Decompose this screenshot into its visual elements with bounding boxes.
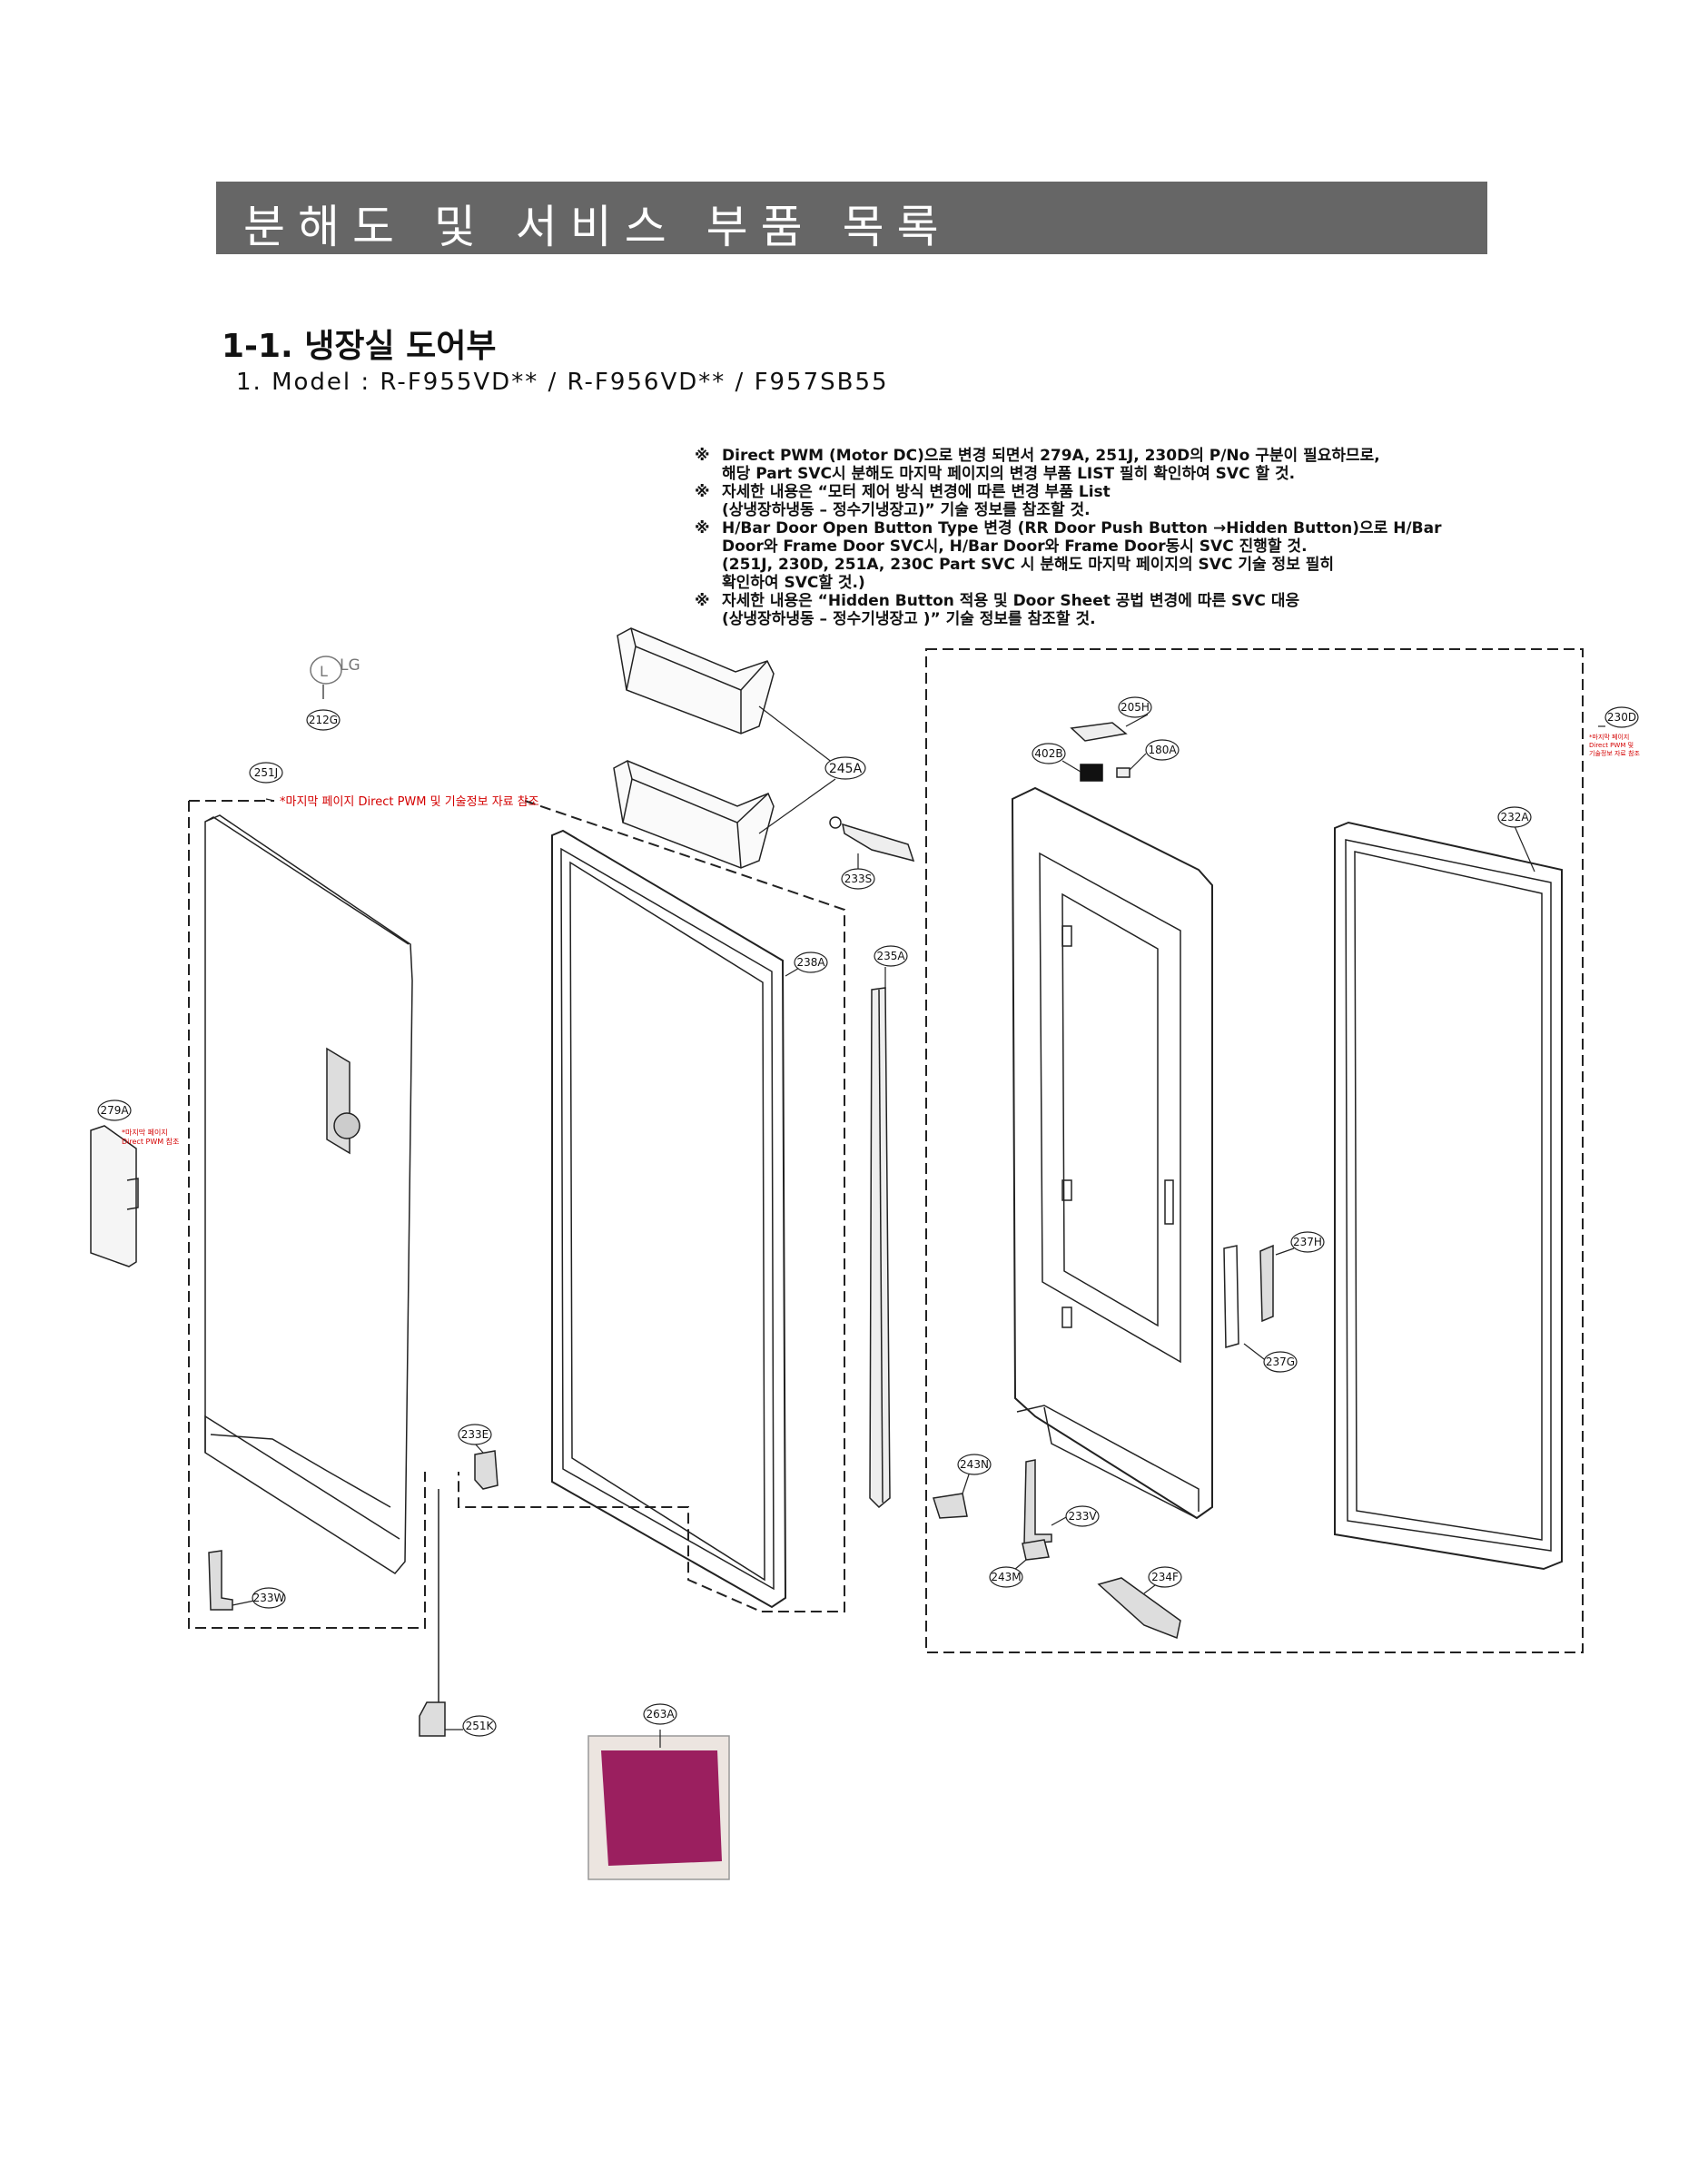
cover-part-234f — [1097, 1577, 1181, 1640]
stopper-part-233e — [474, 1450, 499, 1490]
callout-label: 251J — [254, 766, 278, 779]
note-text: H/Bar Door Open Button Type 변경 (RR Door … — [722, 519, 1442, 592]
callout-237g — [1263, 1351, 1298, 1373]
note-mark: ※ — [695, 483, 710, 501]
callout-243m — [989, 1566, 1023, 1588]
callout-label: 180A — [1148, 744, 1177, 756]
note-mark: ※ — [695, 592, 710, 610]
switch-part-402b — [1080, 764, 1103, 782]
door-button-part — [90, 1125, 139, 1267]
red-note-251j: *마지막 페이지 Direct PWM 및 기술정보 자료 참조 — [280, 795, 539, 809]
note-item: ※ H/Bar Door Open Button Type 변경 (RR Doo… — [695, 519, 1503, 592]
callout-label: 238A — [796, 956, 825, 969]
note-mark: ※ — [695, 519, 710, 537]
red-note-230d: *마지막 페이지 — [1589, 733, 1629, 741]
callout-212g — [306, 709, 341, 731]
callout-label: 237G — [1266, 1356, 1295, 1368]
callout-245a — [824, 756, 866, 780]
callout-label: 205H — [1121, 701, 1150, 714]
page-title: 분해도 및 서비스 부품 목록 — [243, 201, 952, 253]
callout-label: 402B — [1034, 747, 1062, 760]
lg-logo-text: LG — [340, 656, 360, 675]
callout-label: 233E — [461, 1428, 489, 1441]
frame-door-part — [1011, 786, 1213, 1520]
callout-251j — [249, 762, 283, 784]
callout-402b — [1032, 743, 1066, 764]
callout-238a — [794, 951, 828, 973]
callout-234f — [1148, 1566, 1182, 1588]
callout-label: 233V — [1068, 1510, 1097, 1523]
callout-251k — [462, 1715, 497, 1737]
service-notes: ※ Direct PWM (Motor DC)으로 변경 되면서 279A, 2… — [695, 447, 1503, 628]
handle-cover-237g — [1223, 1245, 1239, 1348]
note-text: Direct PWM (Motor DC)으로 변경 되면서 279A, 251… — [722, 447, 1380, 483]
callout-279a — [97, 1099, 132, 1121]
callout-233w — [252, 1587, 286, 1609]
callout-205h — [1118, 696, 1152, 718]
door-assembly-boundary — [188, 800, 845, 1629]
frame-bar-part — [869, 987, 891, 1509]
callout-label: 263A — [646, 1708, 675, 1721]
note-item: ※ 자세한 내용은 “모터 제어 방식 변경에 따른 변경 부품 List (상… — [695, 483, 1503, 519]
callout-232a — [1497, 806, 1532, 828]
leader-lines — [232, 685, 1605, 1748]
door-bin-lower — [613, 760, 775, 869]
section-title: 1-1. 냉장실 도어부 — [222, 328, 497, 365]
door-bin-upper — [617, 627, 775, 735]
hinge-part-233w — [208, 1550, 233, 1611]
callout-235a — [874, 945, 908, 967]
callout-233v — [1065, 1505, 1100, 1527]
frame-assembly-boundary — [925, 648, 1584, 1653]
callout-180a — [1145, 739, 1180, 761]
callout-230d — [1604, 706, 1639, 728]
door-gasket-part — [551, 829, 787, 1609]
callout-label: 233W — [253, 1592, 285, 1604]
outer-door-part — [204, 814, 413, 1574]
callout-label: 243M — [991, 1571, 1021, 1583]
callout-237h — [1290, 1231, 1325, 1253]
note-text: 자세한 내용은 “Hidden Button 적용 및 Door Sheet 공… — [722, 592, 1300, 628]
callout-233s — [841, 868, 875, 890]
callout-233e — [458, 1424, 492, 1445]
hinge-part-251k — [419, 1489, 446, 1737]
note-text: 자세한 내용은 “모터 제어 방식 변경에 따른 변경 부품 List (상냉장… — [722, 483, 1111, 519]
frame-gasket-part — [1334, 821, 1563, 1571]
callout-label: 251K — [466, 1720, 495, 1732]
callout-label: 245A — [829, 762, 863, 776]
callout-label: 243N — [960, 1458, 989, 1471]
note-mark: ※ — [695, 447, 710, 465]
callout-label: 230D — [1607, 711, 1636, 724]
cover-part-205h — [1070, 722, 1128, 742]
callout-circles — [97, 696, 1639, 1737]
callout-243n — [957, 1454, 992, 1475]
callout-label: 232A — [1500, 811, 1529, 823]
svg-text:L: L — [320, 663, 328, 680]
packing-bag-part — [587, 1735, 730, 1880]
lg-logo-part: L LG — [310, 656, 360, 685]
callout-label: 235A — [876, 950, 905, 962]
red-note-230d: Direct PWM 및 — [1589, 742, 1634, 749]
callout-label: 279A — [100, 1104, 129, 1117]
header-bar: 분해도 및 서비스 부품 목록 — [216, 182, 1487, 254]
red-note-230d: 기술정보 자료 참조 — [1589, 749, 1641, 757]
model-line: 1. Model : R-F955VD** / R-F956VD** / F95… — [236, 369, 889, 396]
magnet-part-180a — [1116, 767, 1130, 778]
hinge-part-243n — [933, 1493, 968, 1519]
callout-label: 234F — [1151, 1571, 1179, 1583]
callout-label: 212G — [309, 714, 338, 726]
hinge-part-233s — [829, 816, 915, 863]
handle-part-237h — [1259, 1244, 1274, 1323]
note-item: ※ 자세한 내용은 “Hidden Button 적용 및 Door Sheet… — [695, 592, 1503, 628]
hinge-part-233v — [1023, 1459, 1052, 1544]
note-item: ※ Direct PWM (Motor DC)으로 변경 되면서 279A, 2… — [695, 447, 1503, 483]
callout-263a — [643, 1703, 677, 1725]
hinge-part-243m — [1022, 1539, 1050, 1561]
red-note-279a: Direct PWM 참조 — [122, 1137, 179, 1146]
callout-label: 233S — [844, 873, 873, 885]
red-note-279a: *마지막 페이지 — [122, 1128, 168, 1137]
callout-label: 237H — [1293, 1236, 1322, 1248]
